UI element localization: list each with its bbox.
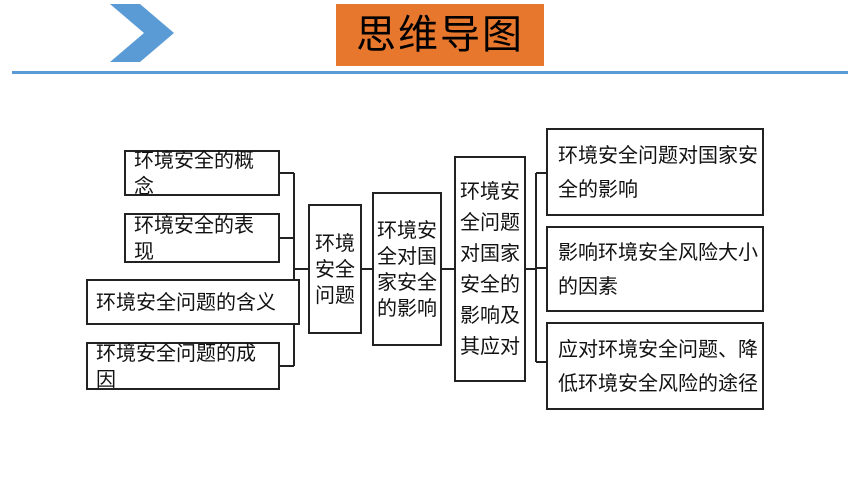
node-causes: 环境安全问题的成因 <box>86 341 280 391</box>
node-right-impact: 环境安全问题对国家安 全的影响 <box>546 128 764 216</box>
chevron-right-icon <box>110 4 174 62</box>
node-concept: 环境安全的概念 <box>124 148 280 198</box>
node-label: 环境安全的概念 <box>134 148 254 198</box>
page-title: 思维导图 <box>336 4 544 66</box>
node-impact-on-national-security: 环境安 全对国 家安全 的影响 <box>372 192 442 346</box>
node-label: 环境 安全 问题 <box>315 231 355 307</box>
node-right-countermeasures: 应对环境安全问题、降 低环境安全风险的途径 <box>546 322 764 410</box>
node-label: 环境安 全问题 对国家 安全的 影响及 其应对 <box>460 179 520 358</box>
node-label: 应对环境安全问题、降 低环境安全风险的途径 <box>558 337 758 395</box>
node-right-risk-factors: 影响环境安全风险大小 的因素 <box>546 226 764 312</box>
node-label: 影响环境安全风险大小 的因素 <box>558 240 758 298</box>
node-label: 环境安全问题对国家安 全的影响 <box>558 143 758 201</box>
node-impact-and-response: 环境安 全问题 对国家 安全的 影响及 其应对 <box>454 156 526 382</box>
node-label: 环境安全问题的含义 <box>96 290 276 314</box>
node-env-security-issue: 环境 安全 问题 <box>308 204 362 334</box>
node-meaning: 环境安全问题的含义 <box>86 279 300 325</box>
node-label: 环境安 全对国 家安全 的影响 <box>377 218 437 320</box>
node-label: 环境安全问题的成因 <box>96 341 256 391</box>
node-manifestation: 环境安全的表现 <box>124 213 280 263</box>
node-label: 环境安全的表现 <box>134 213 254 263</box>
header-divider <box>12 71 848 74</box>
